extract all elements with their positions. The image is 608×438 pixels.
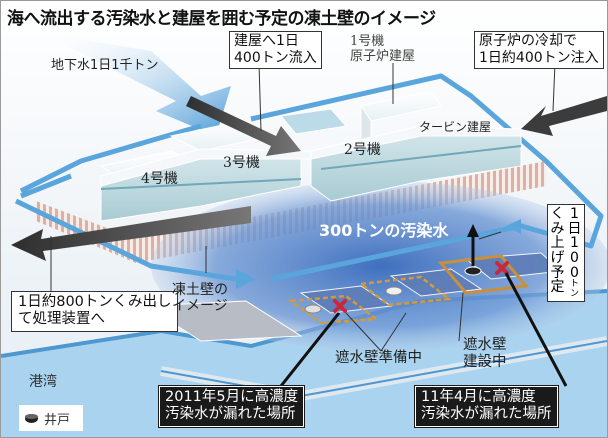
unit4-label: 4号機 — [141, 171, 178, 187]
pump-char: く — [550, 206, 565, 222]
cooling-line-1: 原子炉の冷却で — [479, 33, 577, 49]
cooling-callout: 原子炉の冷却で 1日約400トン注入 — [474, 31, 604, 69]
pump-col-2: く み 上 げ 予 定 — [550, 207, 565, 299]
leak-11-line-2: 汚染水が漏れた場所 — [421, 406, 552, 423]
pump-char: 1 — [570, 235, 579, 252]
extract-line-2: て処理装置へ — [18, 311, 105, 328]
pump-char: み — [550, 220, 565, 237]
pump-plan-callout: く み 上 げ 予 定 1 日 1 0 0 ト ン — [547, 204, 585, 303]
barrier-build-line-1: 遮水壁 — [463, 337, 507, 353]
pump-char: ト — [569, 279, 579, 290]
pump-char: 1 — [570, 206, 579, 222]
inflow-callout: 建屋へ1日 400トン流入 — [229, 31, 322, 69]
unit1-label: 1号機 原子炉建屋 — [350, 34, 416, 65]
inflow-line-2: 400トン流入 — [234, 49, 317, 66]
turbine-building-label: タービン建屋 — [419, 120, 492, 134]
diagram-title: 海へ流出する汚染水と建屋を囲む予定の凍土壁のイメージ — [7, 9, 436, 29]
legend: 井戸 — [19, 405, 83, 431]
well-icon — [25, 413, 38, 423]
unit3-label: 3号機 — [223, 155, 260, 171]
leak-2011-line-2: 汚染水が漏れた場所 — [165, 406, 296, 423]
leak-11-callout: 11年4月に高濃度 汚染水が漏れた場所 — [414, 385, 559, 428]
pump-char: 0 — [570, 250, 579, 267]
cooling-line-2: 1日約400トン注入 — [479, 49, 599, 66]
leak-2011-line-1: 2011年5月に高濃度 — [165, 389, 299, 405]
pump-char: 定 — [550, 279, 565, 296]
pump-char: 予 — [550, 264, 565, 281]
contaminated-water-label: 300トンの汚染水 — [319, 221, 449, 240]
unit1-line-1: 1号機 — [350, 34, 385, 49]
barrier-prep-label: 遮水壁準備中 — [335, 350, 422, 366]
harbor-label: 港湾 — [29, 374, 57, 390]
pump-char: ン — [569, 288, 579, 299]
groundwater-label: 地下水1日1千トン — [51, 58, 159, 73]
extract-line-1: 1日約800トンくみ出し — [18, 294, 172, 310]
pump-col-1: 1 日 1 0 0 ト ン — [567, 207, 582, 299]
pump-char: 日 — [567, 220, 582, 237]
frozen-wall-label: 凍土壁の イメージ — [172, 282, 228, 314]
legend-well-label: 井戸 — [44, 412, 71, 428]
leak-2011-callout: 2011年5月に高濃度 汚染水が漏れた場所 — [157, 385, 306, 428]
frozen-wall-line-2: イメージ — [172, 298, 228, 315]
leak-11-line-1: 11年4月に高濃度 — [421, 389, 536, 405]
inflow-line-1: 建屋へ1日 — [234, 33, 299, 49]
unit2-label: 2号機 — [344, 142, 381, 158]
frozen-wall-line-1: 凍土壁の — [172, 282, 228, 298]
pump-char: げ — [550, 250, 565, 267]
pump-char: 0 — [570, 264, 579, 281]
unit1-line-2: 原子炉建屋 — [350, 48, 416, 64]
pump-char: 上 — [550, 235, 565, 252]
barrier-build-line-2: 建設中 — [463, 353, 507, 370]
barrier-build-label: 遮水壁 建設中 — [463, 337, 507, 370]
extraction-callout: 1日約800トンくみ出し て処理装置へ — [11, 291, 179, 332]
